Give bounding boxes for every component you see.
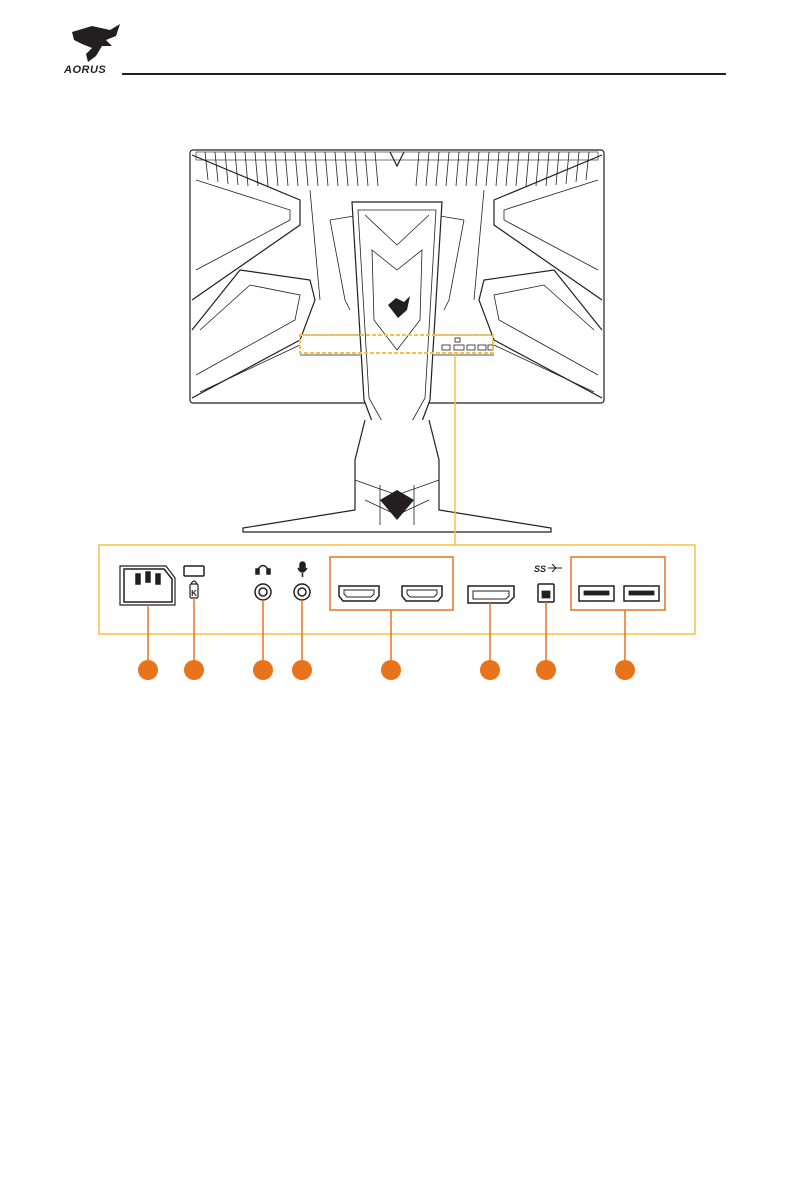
callout-dot-7: [536, 660, 556, 680]
callout-dot-1: [138, 660, 158, 680]
usb-b-icon: SS: [534, 564, 562, 602]
svg-text:SS: SS: [534, 564, 546, 574]
headphone-icon: [255, 566, 271, 601]
ac-inlet-icon: [120, 566, 175, 605]
usb-a-icon: [624, 586, 659, 601]
callout-dot-5: [381, 660, 401, 680]
displayport-icon: [468, 586, 514, 603]
port-panel-enlarged: [99, 545, 695, 634]
usb-a-group-frame: [571, 557, 665, 610]
hdmi-icon: [402, 586, 442, 601]
kensington-lock-icon: K: [184, 566, 204, 598]
hdmi-group-frame: [330, 557, 453, 610]
callout-dot-4: [292, 660, 312, 680]
callout-dot-6: [480, 660, 500, 680]
microphone-icon: [294, 562, 310, 600]
usb-a-icon: [579, 586, 614, 601]
callout-dot-2: [184, 660, 204, 680]
callout-dot-3: [253, 660, 273, 680]
callout-dot-8: [615, 660, 635, 680]
svg-text:K: K: [191, 589, 197, 598]
hdmi-icon: [339, 586, 379, 601]
